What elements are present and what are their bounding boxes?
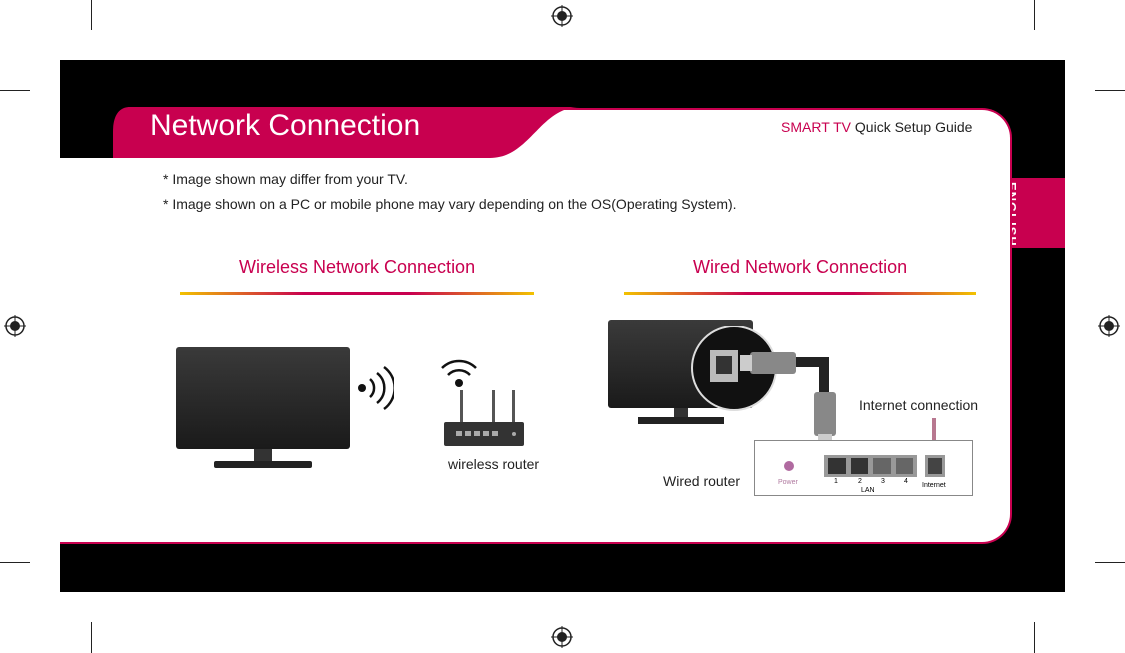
registration-mark-icon [551, 626, 573, 648]
registration-mark-icon [1098, 315, 1120, 337]
crop-mark [1095, 90, 1125, 91]
ethernet-cable-icon [691, 326, 836, 446]
crop-mark [1034, 622, 1035, 653]
divider [180, 292, 534, 295]
port-number: 2 [858, 478, 862, 485]
registration-mark-icon [551, 5, 573, 27]
power-led-icon [784, 461, 794, 471]
lan-ports [824, 455, 917, 477]
internet-connection-label: Internet connection [859, 397, 979, 413]
divider [624, 292, 976, 295]
wired-router-panel: Power 1 2 3 4 LAN Internet [754, 440, 973, 496]
port-number: 3 [881, 478, 885, 485]
crop-mark [1095, 562, 1125, 563]
internet-cable-icon [932, 418, 936, 452]
power-label: Power [778, 479, 798, 486]
crop-mark [0, 562, 30, 563]
page-title: Network Connection [150, 109, 421, 142]
port-number: 1 [834, 478, 838, 485]
wireless-section-title: Wireless Network Connection [239, 257, 476, 277]
wireless-router-label: wireless router [448, 456, 540, 472]
crop-mark [91, 622, 92, 653]
internet-port-label: Internet [922, 482, 946, 489]
wired-router-label: Wired router [663, 473, 741, 489]
guide-text: Quick Setup Guide [854, 119, 973, 135]
lan-label: LAN [861, 487, 875, 494]
wifi-signal-icon [358, 365, 394, 411]
crop-mark [1034, 0, 1035, 30]
port-number: 4 [904, 478, 908, 485]
note: * Image shown may differ from your TV. [163, 171, 408, 187]
wireless-router-icon [441, 359, 524, 446]
registration-mark-icon [4, 315, 26, 337]
note: * Image shown on a PC or mobile phone ma… [163, 196, 737, 212]
brand-text: SMART TV [781, 119, 852, 135]
guide-label: SMART TV Quick Setup Guide [781, 119, 972, 135]
crop-mark [91, 0, 92, 30]
wired-section-title: Wired Network Connection [693, 257, 908, 277]
internet-port [925, 455, 945, 477]
tv-illustration [176, 347, 350, 468]
crop-mark [0, 90, 30, 91]
header-banner [60, 107, 580, 158]
